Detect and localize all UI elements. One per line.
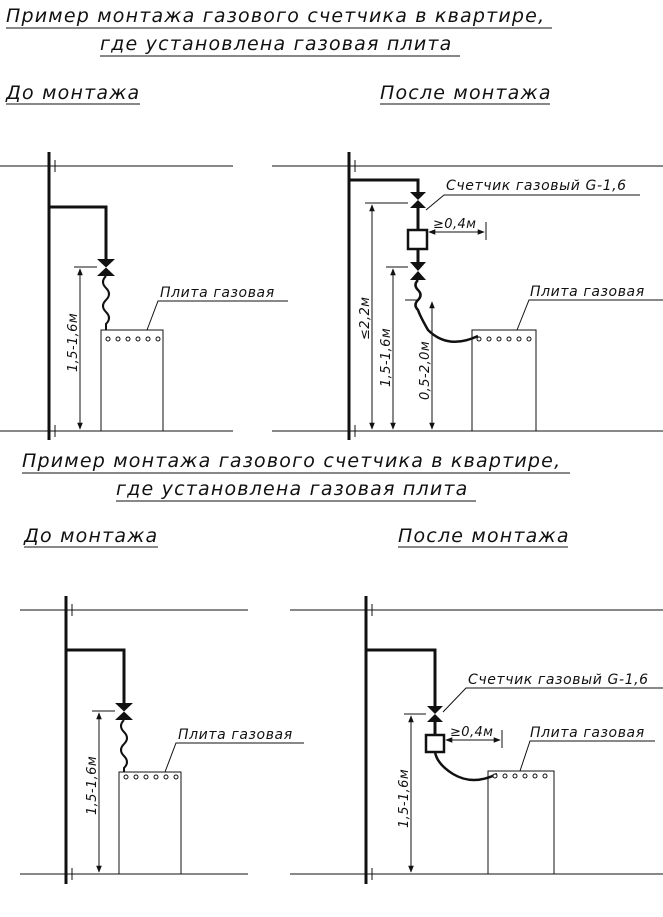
title-line-1: Пример монтажа газового счетчика в кварт… [6,5,545,27]
dim-max-label: ≤2,2м [358,297,373,340]
after-diagram: После монтажа Плита газовая Счетчик газо… [290,525,663,884]
valve-icon [115,703,133,720]
dim-height-label: 1,5-1,6м [397,769,412,828]
burner-dots [123,774,179,780]
gas-pipe [66,648,126,703]
before-diagram: До монтажа Плита газовая 1,5-1,6м [0,82,288,440]
gas-pipe [349,178,420,192]
block-1: Пример монтажа газового счетчика в кварт… [0,5,663,440]
gas-pipe [366,648,437,706]
dim-distance-label: ≥0,4м [433,217,476,232]
block-2: Пример монтажа газового счетчика в кварт… [20,450,663,884]
valve-icon [97,259,115,276]
gas-stove [471,329,537,432]
dim-height-label: 1,5-1,6м [66,313,81,372]
before-heading: До монтажа [23,525,158,547]
flexible-hose [433,751,498,782]
stove-leader [516,299,663,331]
stove-label: Плита газовая [530,725,645,741]
valve-icon [410,262,426,280]
after-diagram: После монтажа Плита газовая [272,82,663,440]
gas-meter-icon [406,228,429,251]
gas-stove [118,771,182,875]
stove-leader [164,742,304,773]
stove-label: Плита газовая [530,284,645,300]
meter-label: Счетчик газовый G-1,6 [468,672,649,688]
dim-height-label: 1,5-1,6м [379,328,394,387]
stove-label: Плита газовая [178,727,293,743]
dim-range-label: 0,5-2,0м [418,341,433,400]
title-line-2: где установлена газовая плита [116,478,469,500]
burner-dots [105,336,161,342]
valve-icon [410,192,426,208]
meter-leader [425,194,640,211]
dim-height-label: 1,5-1,6м [85,756,100,815]
stove-leader [146,300,288,331]
flexible-hose [414,279,479,343]
gas-pipe [49,205,108,259]
before-diagram: До монтажа Плита газовая 1,5-1,6м [20,525,304,884]
after-heading: После монтажа [398,525,570,547]
before-heading: До монтажа [5,82,140,104]
gas-stove [487,770,555,875]
stove-leader [519,740,655,772]
flexible-hose [102,275,110,330]
flexible-hose [120,719,128,772]
title-line-1: Пример монтажа газового счетчика в кварт… [22,450,561,472]
meter-leader [442,687,663,713]
title-line-2: где установлена газовая плита [100,33,453,55]
dim-distance-label: ≥0,4м [450,725,493,740]
meter-label: Счетчик газовый G-1,6 [446,178,627,194]
valve-icon [427,706,443,722]
burner-dots [492,773,548,779]
gas-stove [100,329,164,432]
gas-meter-icon [424,733,446,754]
burner-dots [476,336,532,342]
stove-label: Плита газовая [160,285,275,301]
after-heading: После монтажа [380,82,552,104]
